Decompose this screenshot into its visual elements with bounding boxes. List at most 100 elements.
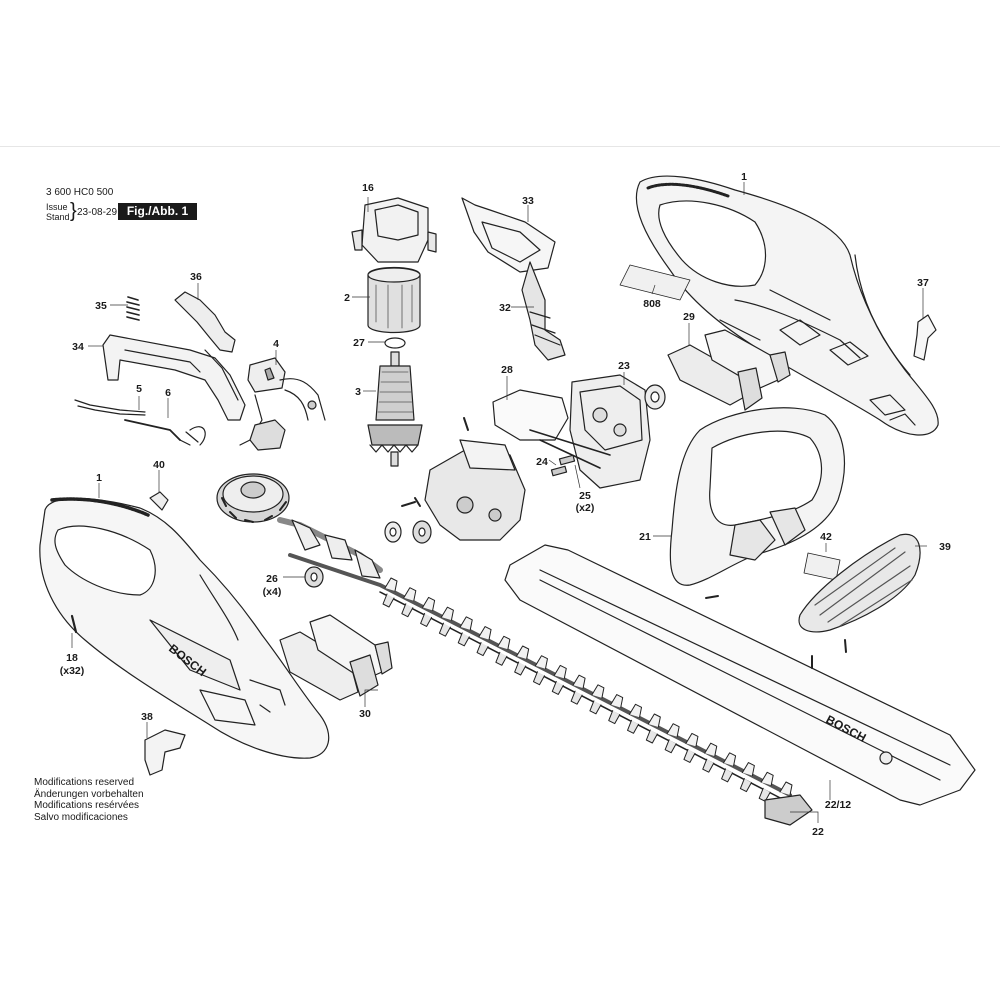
blade-tooth-upper: [779, 781, 793, 796]
issue-label-en: Issue: [46, 202, 68, 212]
figure-label: Fig./Abb. 1: [118, 203, 197, 220]
blade-tooth-upper: [478, 626, 492, 641]
callout-25-qty: (x2): [576, 502, 595, 514]
callout-36: 36: [190, 271, 202, 283]
blade-tooth-lower: [645, 729, 658, 744]
callout-16: 16: [362, 182, 374, 194]
callout-42: 42: [820, 531, 832, 543]
pins-24: [550, 454, 576, 477]
gear-housing-23: [569, 374, 651, 489]
blade-tooth-upper: [666, 723, 680, 738]
clip-part-37: [913, 314, 937, 361]
blade-tooth-lower: [514, 661, 527, 676]
callout-labels: 1 16 33 36 2 32 808 37 35 29 34 27 4 28 …: [60, 171, 951, 838]
clip-part-40: [149, 491, 169, 511]
callout-26: 26: [266, 573, 278, 585]
blade-tip-guard: [764, 794, 813, 826]
label-sticker-42: [803, 552, 841, 581]
screw-part: [401, 497, 421, 507]
blade-tooth-upper: [384, 577, 398, 592]
cable-guide-33-32: [461, 197, 566, 361]
switch-lever-36: [174, 291, 236, 353]
callout-26-qty: (x4): [263, 586, 282, 598]
blade-tooth-lower: [457, 632, 470, 647]
blade-tooth-upper: [629, 703, 643, 718]
blade-tooth-lower: [589, 700, 602, 715]
top-divider: [0, 146, 1000, 147]
blade-tooth-upper: [704, 742, 718, 757]
callout-40: 40: [153, 459, 165, 471]
callout-18: 18: [66, 652, 78, 664]
callout-29: 29: [683, 311, 695, 323]
notice-line-es: Salvo modificaciones: [34, 811, 128, 823]
screw-18: [70, 614, 78, 634]
issue-label-de: Stand: [46, 212, 70, 222]
blade-tooth-upper: [422, 596, 436, 611]
callout-23: 23: [618, 360, 630, 372]
blade-tooth-lower: [702, 758, 715, 773]
label-sticker-808: [619, 264, 691, 301]
callout-18-qty: (x32): [60, 665, 85, 677]
blade-tooth-upper: [534, 655, 548, 670]
blade-tooth-lower: [551, 680, 564, 695]
callout-4: 4: [273, 338, 279, 350]
blade-tooth-upper: [440, 606, 454, 621]
callout-5: 5: [136, 383, 142, 395]
blade-guard-22-12: [504, 544, 976, 806]
blade-teeth: [382, 577, 793, 812]
blade-tooth-lower: [664, 739, 677, 754]
blade-tooth-upper: [553, 664, 567, 679]
cover-21: [669, 407, 845, 586]
blade-tooth-lower: [401, 603, 414, 618]
callout-24: 24: [536, 456, 548, 468]
switch-4: [239, 357, 326, 451]
callout-33: 33: [522, 195, 534, 207]
blade-tooth-lower: [495, 651, 508, 666]
callout-808: 808: [643, 298, 661, 310]
armature-3: [367, 351, 423, 467]
callout-30: 30: [359, 708, 371, 720]
screw-c: [705, 595, 719, 599]
callout-22-12: 22/12: [825, 799, 851, 811]
blade-tooth-upper: [760, 771, 774, 786]
blade-tooth-lower: [476, 642, 489, 657]
callout-27: 27: [353, 337, 365, 349]
callout-21: 21: [639, 531, 651, 543]
vent-grille-39: [798, 533, 921, 633]
notice-line-de: Änderungen vorbehalten: [34, 788, 144, 800]
blade-tooth-upper: [572, 674, 586, 689]
blade-tooth-upper: [591, 684, 605, 699]
notice-line-fr: Modifications resérvées: [34, 800, 140, 812]
blade-tooth-upper: [685, 732, 699, 747]
blade-tooth-lower: [420, 612, 433, 627]
front-handle-34: [102, 334, 246, 421]
callout-1-top: 1: [741, 171, 747, 183]
washer-27: [384, 337, 406, 349]
callout-6: 6: [165, 387, 171, 399]
callout-37: 37: [917, 277, 929, 289]
brace-glyph: }: [70, 200, 77, 222]
housing-right-half: [635, 175, 939, 436]
blade-tooth-lower: [758, 787, 771, 802]
stator-2: [367, 266, 421, 334]
modifications-notice: Modifications reserved Änderungen vorbeh…: [34, 777, 144, 823]
blade-tooth-upper: [647, 713, 661, 728]
callout-34: 34: [72, 341, 84, 353]
gear-wheel: [216, 473, 290, 523]
callout-2: 2: [344, 292, 350, 304]
blade-tooth-upper: [610, 694, 624, 709]
callout-22: 22: [812, 826, 824, 838]
brush-holder-16: [351, 197, 437, 263]
blade-tooth-lower: [721, 768, 734, 783]
rods-25: [529, 429, 611, 469]
blade-tooth-lower: [627, 719, 640, 734]
callout-25: 25: [579, 490, 591, 502]
issue-date: 23-08-29: [77, 207, 118, 218]
blade-tooth-upper: [723, 752, 737, 767]
callout-38: 38: [141, 711, 153, 723]
blade-tooth-upper: [403, 587, 417, 602]
callout-28: 28: [501, 364, 513, 376]
blade-tooth-lower: [532, 671, 545, 686]
